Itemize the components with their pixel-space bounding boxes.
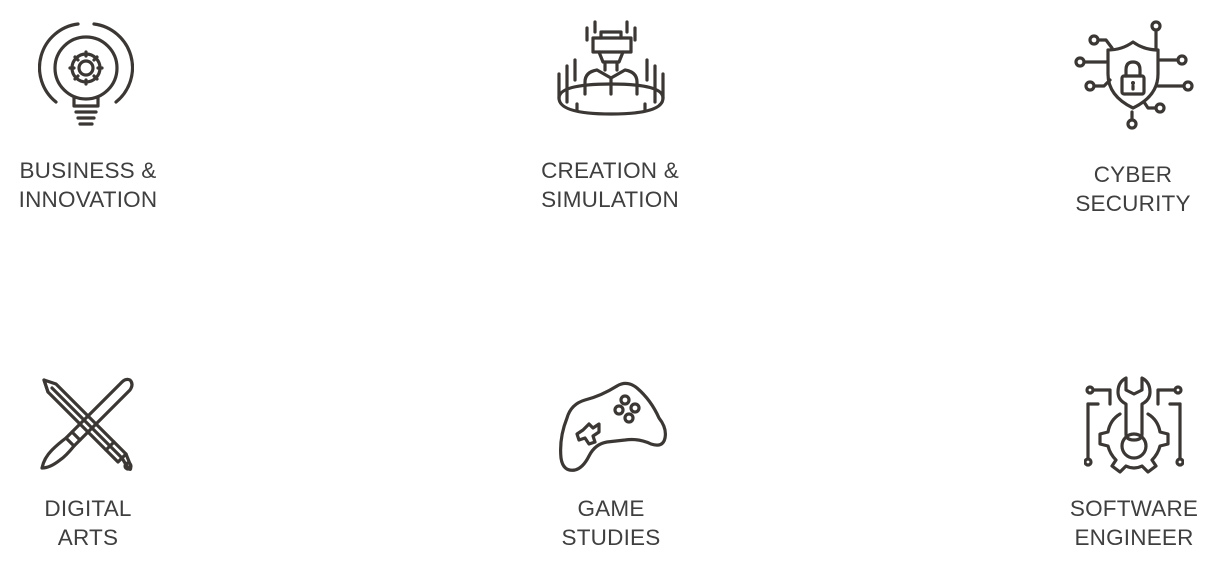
category-title-line1: CREATION &: [541, 158, 679, 183]
category-title-line2: INNOVATION: [18, 187, 158, 212]
pencil-brush-crossed-icon: [38, 376, 136, 474]
category-cyber-security[interactable]: CYBER SECURITY: [1050, 14, 1216, 228]
category-business-innovation[interactable]: BUSINESS & INNOVATION: [0, 14, 176, 224]
category-title-line1: SOFTWARE: [1069, 496, 1199, 521]
category-creation-simulation[interactable]: CREATION & SIMULATION: [520, 14, 700, 224]
category-title-line1: CYBER: [1093, 162, 1173, 187]
category-title-line2: STUDIES: [561, 525, 661, 550]
category-title-line2: SECURITY: [1075, 191, 1191, 216]
category-software-engineer[interactable]: SOFTWARE ENGINEER: [1050, 370, 1218, 570]
category-title-line1: BUSINESS &: [19, 158, 157, 183]
gamepad-icon: [555, 378, 669, 474]
category-title-line2: SIMULATION: [541, 187, 679, 212]
category-title-line2: ARTS: [57, 525, 119, 550]
category-game-studies[interactable]: GAME STUDIES: [522, 370, 700, 570]
wrench-gear-circuit-icon: [1084, 374, 1184, 474]
category-digital-arts[interactable]: DIGITAL ARTS: [0, 370, 176, 570]
shield-lock-circuit-icon: [1072, 20, 1194, 130]
category-title-line2: ENGINEER: [1074, 525, 1194, 550]
category-title-line1: GAME: [577, 496, 645, 521]
lightbulb-gear-icon: [38, 20, 134, 126]
vr-headset-person-icon: [555, 18, 667, 118]
category-title-line1: DIGITAL: [44, 496, 132, 521]
